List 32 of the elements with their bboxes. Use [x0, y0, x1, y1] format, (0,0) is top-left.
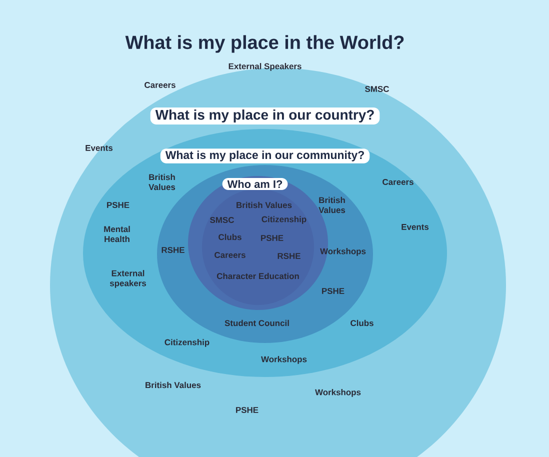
- topic-label: Student Council: [224, 320, 289, 326]
- topic-label: SMSC: [210, 217, 234, 223]
- topic-label: PSHE: [322, 288, 344, 294]
- topic-label: PSHE: [107, 202, 130, 208]
- topic-label: RSHE: [162, 247, 184, 253]
- topic-label: External Speakers: [228, 63, 302, 71]
- topic-label: External speakers: [110, 270, 146, 288]
- heading: What is my place in our country?: [150, 107, 380, 124]
- topic-label: Careers: [214, 252, 246, 258]
- topic-label: RSHE: [278, 253, 300, 259]
- topic-label: Workshops: [315, 389, 361, 397]
- topic-label: Workshops: [261, 356, 307, 364]
- topic-label: Events: [86, 145, 113, 151]
- topic-label: SMSC: [365, 86, 389, 92]
- topic-label: Clubs: [218, 234, 242, 240]
- topic-label: Workshops: [320, 248, 366, 256]
- topic-label: Character Education: [216, 272, 299, 280]
- topic-label: Mental Health: [104, 226, 130, 242]
- heading: What is my place in our community?: [160, 148, 370, 164]
- topic-label: Citizenship: [262, 216, 306, 224]
- topic-label: Citizenship: [164, 339, 210, 347]
- topic-label: Careers: [144, 82, 176, 88]
- topic-label: British Values: [146, 382, 201, 388]
- topic-label: British Values: [236, 202, 292, 208]
- heading: What is my place in the World?: [125, 35, 404, 53]
- topic-label: Events: [402, 224, 429, 230]
- topic-label: PSHE: [261, 235, 284, 241]
- topic-label: Clubs: [350, 320, 374, 326]
- topic-label: PSHE: [236, 407, 258, 413]
- topic-label: British Values: [318, 196, 346, 214]
- topic-label: British Values: [148, 174, 176, 190]
- topic-label: Careers: [382, 179, 414, 185]
